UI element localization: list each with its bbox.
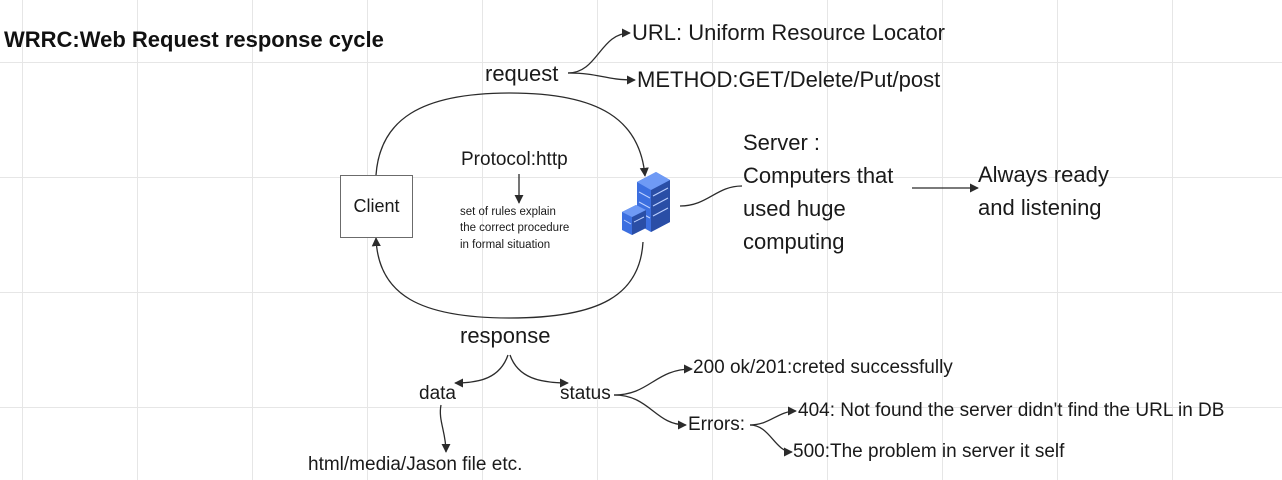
connector-request-method bbox=[567, 72, 636, 85]
connector-status-ok bbox=[613, 364, 693, 396]
response-label: response bbox=[460, 323, 551, 348]
diagram-title: WRRC:Web Request response cycle bbox=[4, 27, 384, 52]
data-label: data bbox=[419, 383, 456, 404]
connector-status-errors bbox=[613, 394, 687, 430]
connector-response-status bbox=[509, 354, 569, 388]
server-description: Server : Computers that used huge comput… bbox=[743, 130, 894, 254]
connector-response-arc bbox=[371, 237, 644, 319]
server-rack-icon bbox=[622, 172, 670, 235]
method-label: METHOD:GET/Delete/Put/post bbox=[637, 67, 941, 92]
errors-label: Errors: bbox=[688, 414, 745, 435]
always-ready-label: Always ready and listening bbox=[978, 162, 1109, 220]
client-label: Client bbox=[353, 196, 400, 216]
connector-request-url bbox=[567, 28, 631, 74]
url-label: URL: Uniform Resource Locator bbox=[632, 20, 946, 45]
status-ok-label: 200 ok/201:creted successfully bbox=[693, 357, 953, 378]
connector-errors-404 bbox=[749, 406, 797, 426]
request-label: request bbox=[485, 61, 559, 86]
error-404-label: 404: Not found the server didn't find th… bbox=[798, 400, 1225, 421]
protocol-description: set of rules explain the correct procedu… bbox=[460, 206, 570, 251]
status-label: status bbox=[560, 383, 611, 404]
connector-errors-500 bbox=[749, 424, 793, 457]
connector-response-data bbox=[454, 354, 509, 388]
connector-data-types bbox=[439, 404, 451, 453]
connector-server-desc bbox=[679, 185, 743, 207]
client-node[interactable]: Client bbox=[340, 175, 413, 238]
connector-request-arc bbox=[375, 92, 649, 177]
error-500-label: 500:The problem in server it self bbox=[793, 441, 1065, 462]
protocol-label: Protocol:http bbox=[461, 149, 568, 170]
data-types-label: html/media/Jason file etc. bbox=[308, 454, 523, 475]
